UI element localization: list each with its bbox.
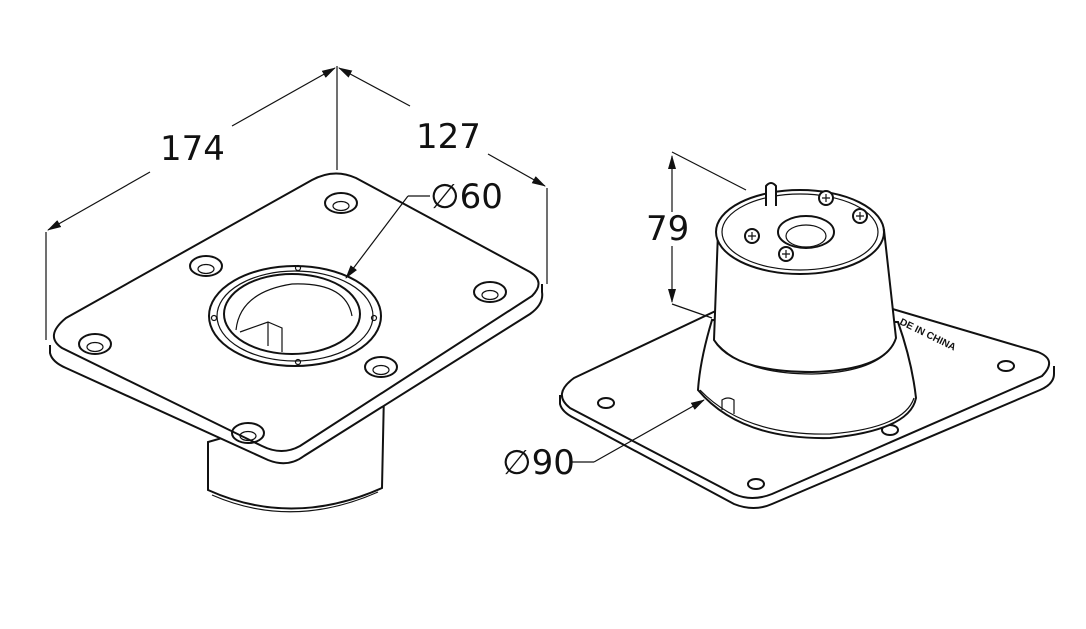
- left-part-view: 174 127 ∅60: [45, 66, 548, 513]
- dimension-outer-diameter: ∅90: [502, 399, 705, 483]
- dimension-width-label: 127: [416, 117, 481, 157]
- right-cylinder-top: [715, 182, 885, 275]
- left-mounting-hole: [231, 422, 265, 444]
- left-mounting-hole: [473, 281, 507, 303]
- right-mounting-hole: [997, 360, 1015, 372]
- right-part-view: DE IN CHINA: [502, 151, 1055, 509]
- left-plate-top: [53, 172, 540, 452]
- dimension-outer-diameter-label: ∅90: [502, 443, 575, 483]
- left-mounting-hole: [78, 333, 112, 355]
- dimension-inner-diameter: ∅60: [345, 177, 503, 279]
- right-mounting-hole: [597, 397, 615, 409]
- dimension-width: 127: [338, 67, 548, 284]
- dimension-inner-diameter-label: ∅60: [430, 177, 503, 217]
- dimension-length-label: 174: [160, 129, 225, 169]
- dimension-height: 79: [646, 151, 747, 319]
- dimension-length: 174: [45, 66, 338, 340]
- right-mounting-hole: [747, 478, 765, 490]
- left-socket-flange: [208, 264, 382, 367]
- left-mounting-hole: [364, 356, 398, 378]
- left-mounting-hole: [324, 192, 358, 214]
- dimension-height-label: 79: [646, 209, 689, 249]
- left-mounting-hole: [189, 255, 223, 277]
